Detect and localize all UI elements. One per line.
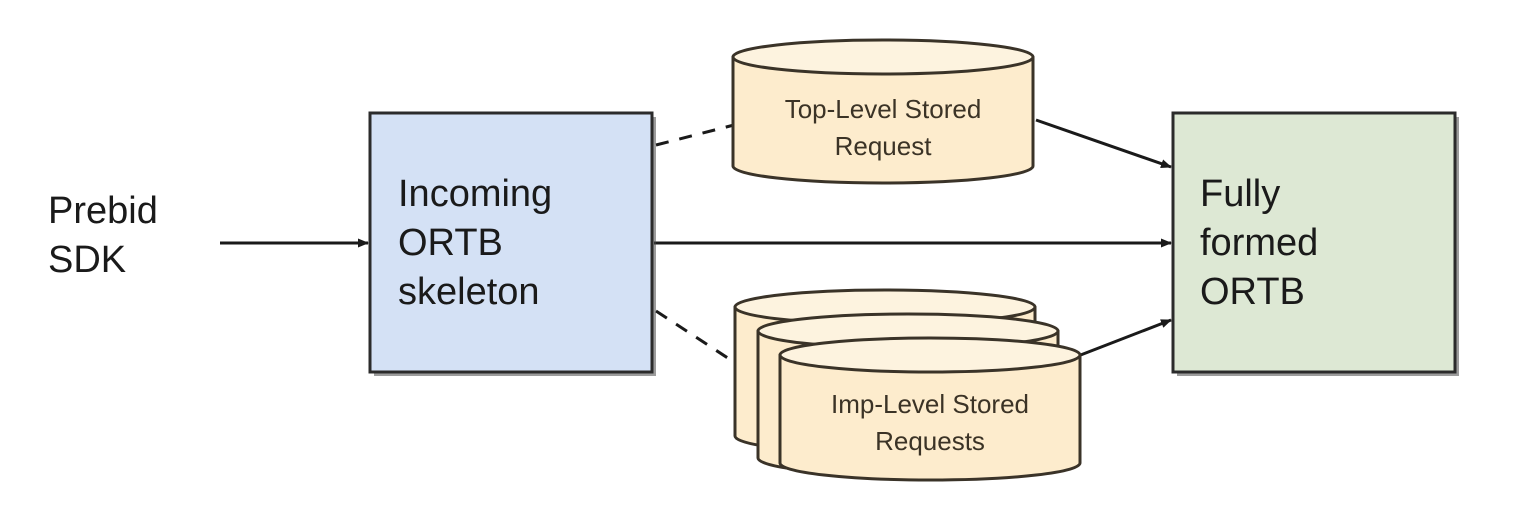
- prebid-sdk-label: Prebid SDK: [48, 190, 158, 281]
- edge-incoming-to-top-store: [655, 122, 739, 147]
- top-store-top-ellipse: [731, 38, 1035, 76]
- imp-store-label-line-2: Requests: [875, 426, 985, 456]
- edge-top-store-to-output: [1035, 118, 1172, 169]
- top-level-stored-request-cylinder[interactable]: Top-Level Stored Request: [731, 38, 1035, 185]
- edge-imp-stores-to-output: [1077, 318, 1172, 358]
- output-box-rect: [1171, 111, 1457, 374]
- edge-incoming-to-imp-stores: [655, 309, 741, 368]
- output-box-line-1: Fully: [1200, 173, 1280, 215]
- output-box-line-3: ORTB: [1200, 271, 1305, 313]
- imp-store-front-top-ellipse: [778, 336, 1082, 374]
- fully-formed-ortb-box[interactable]: Fully formed ORTB: [1171, 111, 1459, 376]
- output-box-line-2: formed: [1200, 222, 1318, 264]
- incoming-box-rect: [368, 111, 654, 374]
- incoming-box-line-1: Incoming: [398, 173, 552, 215]
- top-store-body: [731, 55, 1035, 185]
- imp-store-label-line-1: Imp-Level Stored: [831, 389, 1029, 419]
- imp-level-stored-requests-cylinder-stack[interactable]: Imp-Level Stored Requests: [733, 288, 1082, 482]
- incoming-box-line-2: ORTB: [398, 222, 503, 264]
- prebid-sdk-line-1: Prebid: [48, 190, 158, 232]
- imp-store-front-body: [778, 353, 1082, 482]
- top-store-label-line-1: Top-Level Stored: [785, 94, 982, 124]
- prebid-sdk-line-2: SDK: [48, 239, 126, 281]
- incoming-ortb-skeleton-box[interactable]: Incoming ORTB skeleton: [368, 111, 656, 376]
- top-store-label-line-2: Request: [835, 131, 933, 161]
- imp-store-cylinder-front: Imp-Level Stored Requests: [778, 336, 1082, 482]
- incoming-box-line-3: skeleton: [398, 271, 540, 313]
